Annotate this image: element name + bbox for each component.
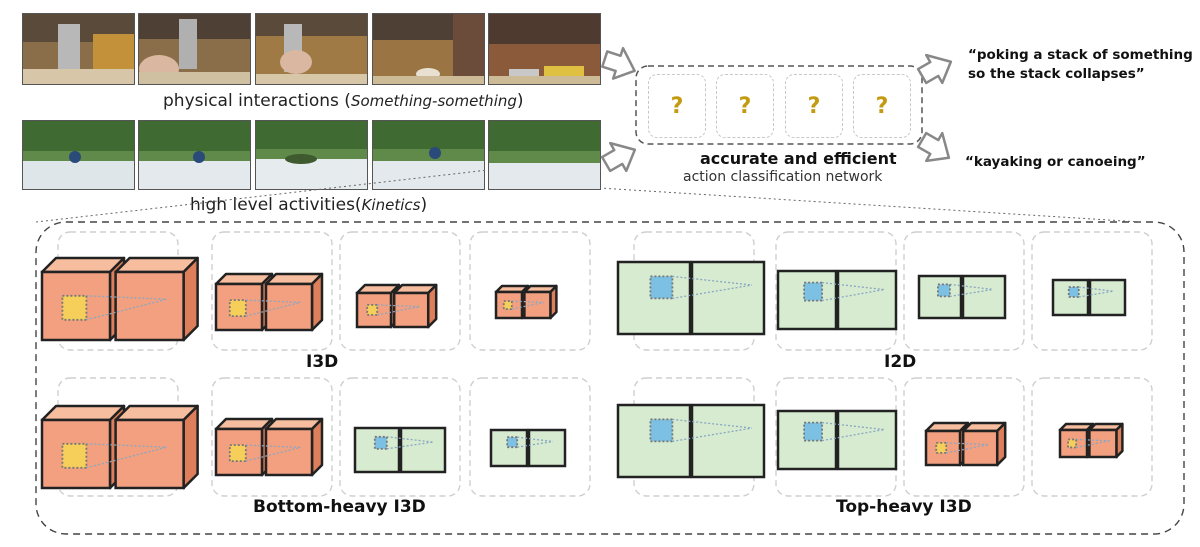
conv-kernel	[61, 442, 88, 469]
video-frame	[372, 13, 485, 85]
conv-kernel	[649, 275, 674, 300]
receptive-line	[245, 444, 301, 449]
receptive-line	[86, 298, 167, 321]
receptive-line	[86, 295, 167, 300]
video-frame	[22, 120, 135, 190]
video-frame	[22, 13, 135, 85]
cube-front-face	[924, 429, 962, 467]
receptive-line	[821, 428, 885, 442]
receptive-line	[672, 284, 753, 300]
cube-side-face	[182, 404, 199, 490]
cube-front-face	[264, 282, 314, 332]
conv-kernel	[366, 303, 379, 316]
unknown-layer-3: ?	[785, 74, 843, 138]
conv-kernel	[935, 441, 948, 454]
kinetics-caption: high level activities(Kinetics)	[190, 195, 428, 215]
feature-square	[1088, 278, 1127, 317]
receptive-line	[86, 446, 167, 469]
something-caption: physical interactions (Something-somethi…	[163, 91, 524, 111]
cube-front-face	[114, 418, 185, 490]
cube-front-face	[392, 291, 430, 329]
cube-front-face	[1088, 428, 1118, 459]
conv-kernel	[228, 444, 247, 463]
cube-front-face	[355, 291, 393, 329]
unknown-layer-4: ?	[853, 74, 911, 138]
output-label-kinetics: “kayaking or canoeing”	[965, 154, 1146, 170]
conv-kernel	[502, 300, 513, 311]
unknown-layer-2: ?	[716, 74, 774, 138]
feature-square	[527, 428, 567, 468]
receptive-line	[511, 301, 545, 310]
top-heavy-i3d-title: Top-heavy I3D	[836, 497, 972, 517]
receptive-line	[245, 446, 301, 462]
network-title: accurate and efficient	[700, 149, 897, 168]
conv-kernel	[373, 435, 388, 450]
network-subtitle: action classification network	[683, 169, 883, 185]
video-frame	[488, 120, 601, 190]
receptive-line	[86, 443, 167, 448]
conv-kernel	[649, 418, 674, 443]
receptive-line	[1076, 438, 1110, 442]
receptive-line	[245, 299, 301, 304]
conv-kernel	[506, 436, 519, 449]
conv-kernel	[1067, 286, 1080, 298]
feature-square	[836, 269, 898, 331]
unknown-layer-1: ?	[648, 74, 706, 138]
cube-side-face	[182, 256, 199, 342]
receptive-line	[946, 442, 989, 446]
receptive-line	[245, 301, 301, 317]
receptive-line	[511, 300, 544, 304]
receptive-line	[377, 305, 420, 316]
video-frame	[138, 13, 251, 85]
cube-side-face	[310, 417, 324, 477]
conv-kernel	[937, 283, 951, 298]
receptive-line	[1078, 286, 1114, 292]
video-frame	[488, 13, 601, 85]
receptive-line	[672, 427, 753, 443]
conv-kernel	[803, 421, 823, 442]
feature-square	[690, 403, 766, 479]
video-frame	[138, 120, 251, 190]
video-frame	[255, 120, 368, 190]
receptive-line	[821, 288, 885, 302]
conv-kernel	[803, 281, 823, 302]
receptive-line	[672, 275, 753, 286]
output-label-something: “poking a stack of something so the stac…	[968, 47, 1193, 82]
cube-front-face	[961, 429, 999, 467]
conv-kernel	[228, 299, 247, 318]
conv-kernel	[1067, 438, 1077, 449]
feature-square	[399, 426, 447, 474]
receptive-line	[672, 418, 753, 429]
i2d-title: I2D	[884, 352, 917, 372]
feature-square	[836, 409, 898, 471]
feature-square	[961, 274, 1007, 320]
video-frame	[372, 120, 485, 190]
receptive-line	[949, 283, 994, 291]
receptive-line	[949, 288, 994, 298]
receptive-line	[946, 443, 989, 454]
conv-kernel	[61, 294, 88, 321]
feature-square	[353, 426, 401, 474]
cube-front-face	[114, 270, 185, 342]
receptive-line	[1075, 440, 1110, 449]
cube-side-face	[310, 272, 324, 332]
receptive-line	[1078, 290, 1114, 298]
receptive-line	[377, 304, 420, 308]
bottom-heavy-i3d-title: Bottom-heavy I3D	[253, 497, 426, 517]
video-frame	[255, 13, 368, 85]
i3d-title: I3D	[306, 352, 339, 372]
feature-square	[690, 260, 766, 336]
cube-front-face	[264, 427, 314, 477]
